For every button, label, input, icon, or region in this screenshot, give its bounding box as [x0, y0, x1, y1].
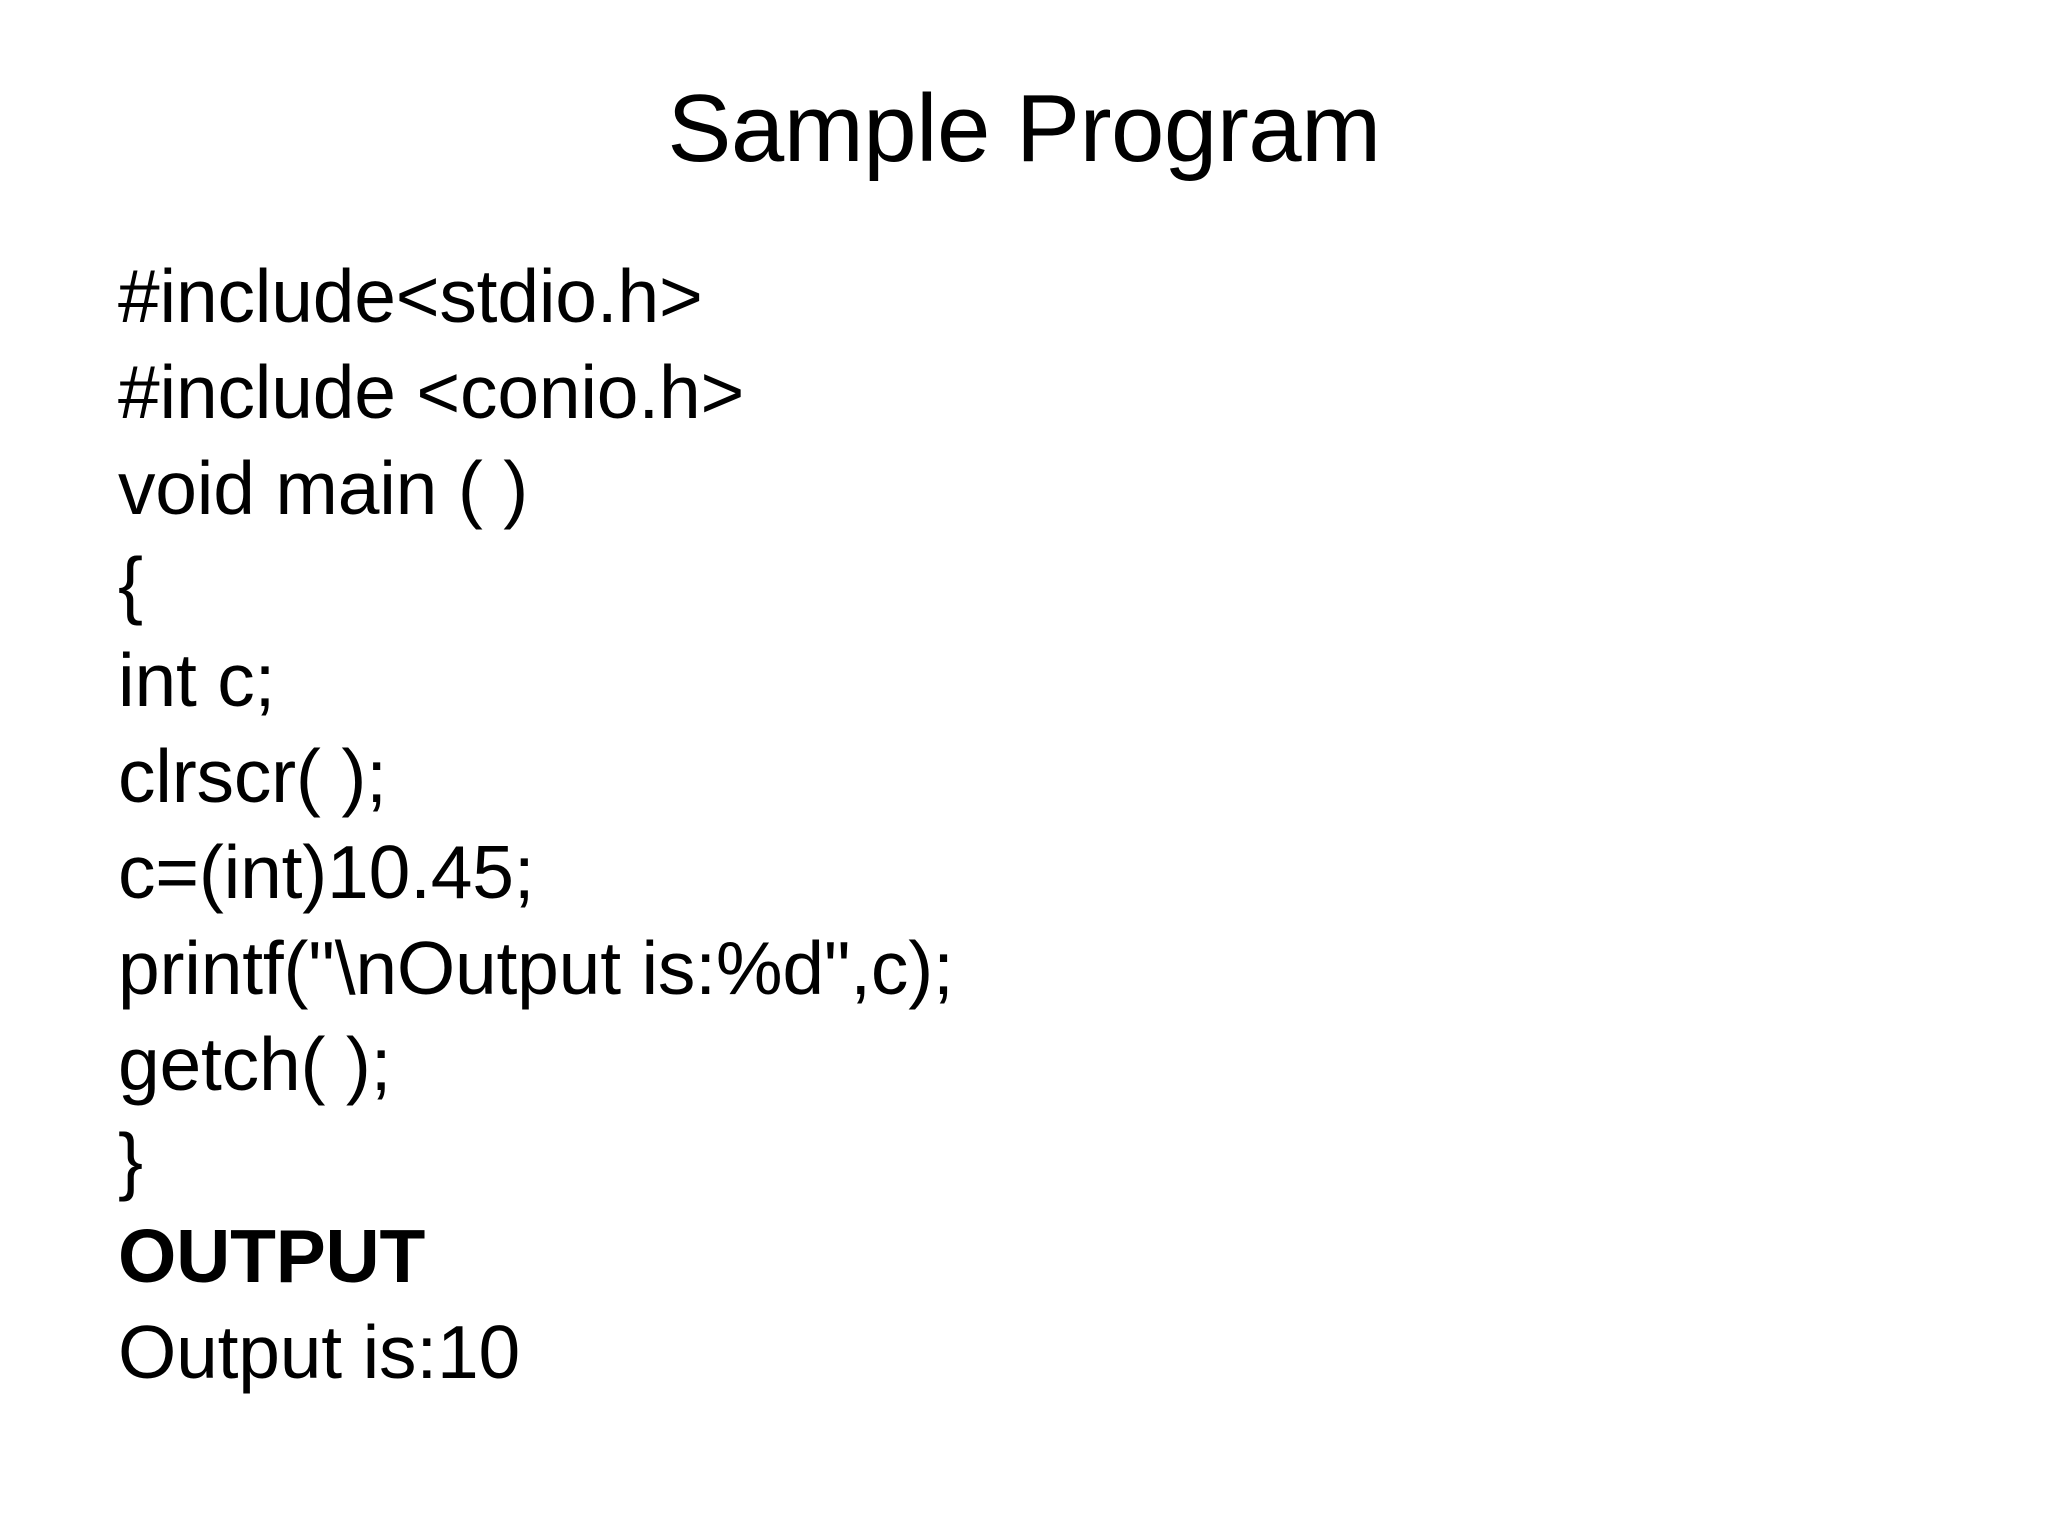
- code-line: clrscr( );: [118, 734, 387, 818]
- code-block: #include<stdio.h> #include <conio.h> voi…: [118, 248, 1978, 1400]
- code-line: c=(int)10.45;: [118, 830, 535, 914]
- code-line: #include<stdio.h>: [118, 254, 703, 338]
- code-line: int c;: [118, 638, 276, 722]
- page-title: Sample Program: [667, 75, 1381, 182]
- output-value: Output is:10: [118, 1310, 521, 1394]
- code-line: printf("\nOutput is:%d",c);: [118, 926, 954, 1010]
- code-line: void main ( ): [118, 446, 529, 530]
- code-line: {: [118, 542, 143, 626]
- code-line: getch( );: [118, 1022, 392, 1106]
- output-heading: OUTPUT: [118, 1214, 426, 1298]
- code-line: }: [118, 1118, 143, 1202]
- code-line: #include <conio.h>: [118, 350, 745, 434]
